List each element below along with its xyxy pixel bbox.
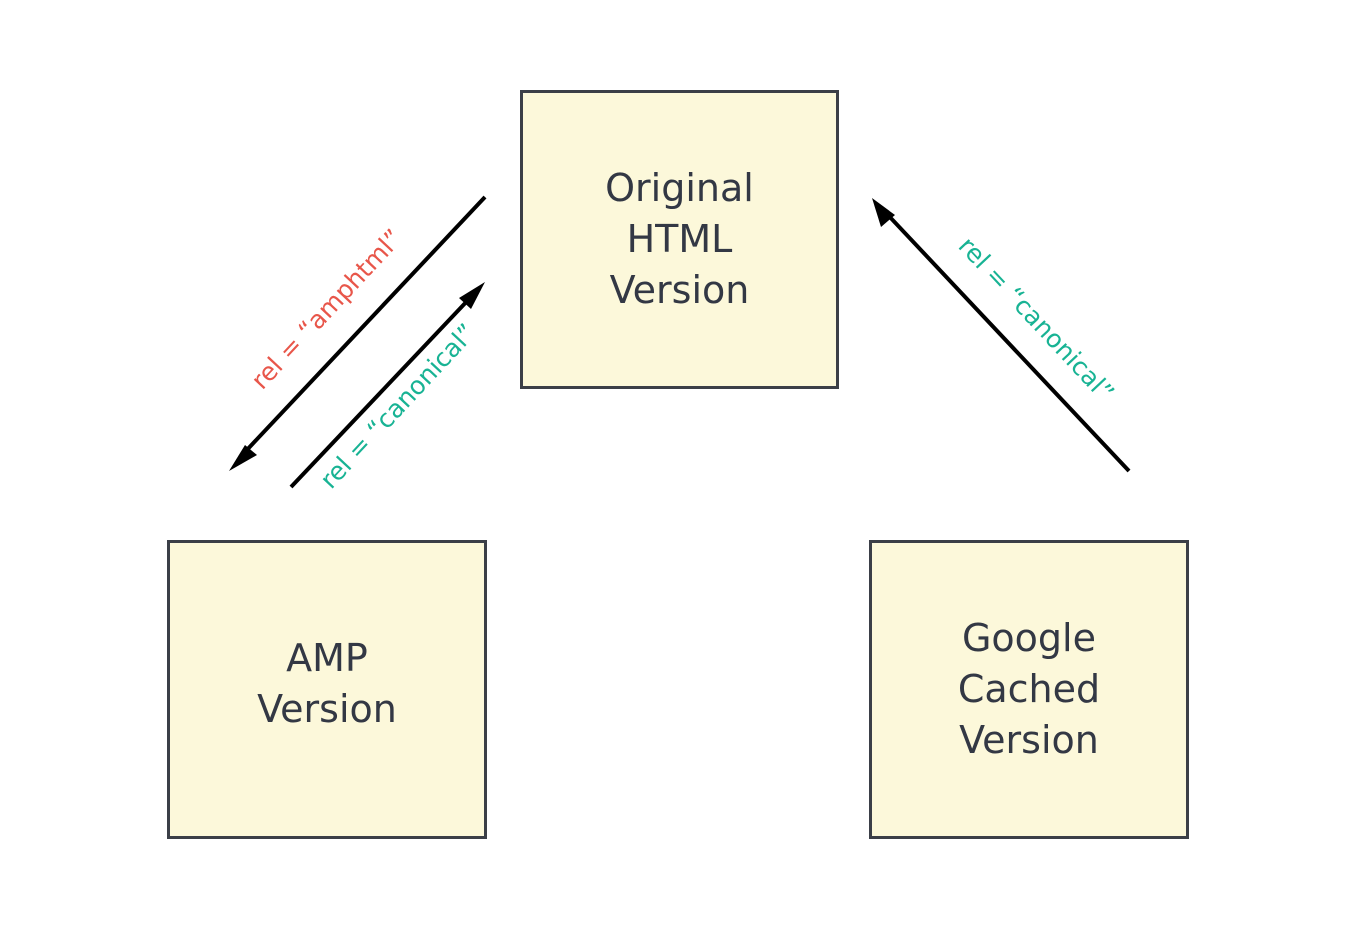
edge-google-to-original-label: rel = “canonical” xyxy=(953,231,1120,407)
edge-amp-to-original-label: rel = “canonical” xyxy=(314,318,481,494)
node-google-cached-version: Google Cached Version xyxy=(869,540,1189,839)
node-amp-version: AMP Version xyxy=(167,540,487,839)
edge-original-to-amp-line xyxy=(242,195,487,455)
edge-google-to-original-arrowhead xyxy=(872,198,895,227)
edge-amp-to-original-line xyxy=(289,296,472,489)
node-original-html-version: Original HTML Version xyxy=(520,90,839,389)
node-amp-label: AMP Version xyxy=(257,635,397,731)
edge-google-to-original-line xyxy=(885,212,1131,473)
edge-google-to-original: rel = “canonical” xyxy=(872,198,1131,473)
node-original-label: Original HTML Version xyxy=(605,166,754,312)
node-google-label: Google Cached Version xyxy=(957,616,1101,762)
edge-original-to-amp-arrowhead xyxy=(229,445,257,471)
edge-original-to-amp-label: rel = “amphtml” xyxy=(245,224,408,395)
edge-amp-to-original-arrowhead xyxy=(459,282,485,309)
